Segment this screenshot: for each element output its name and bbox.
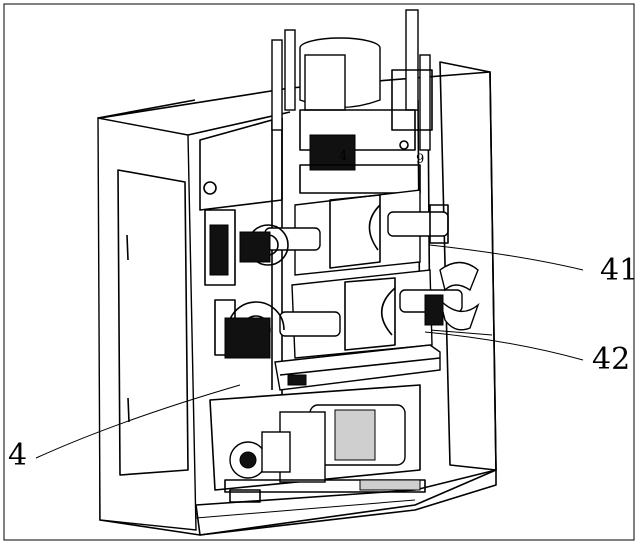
cabinet — [97, 61, 497, 536]
label-42: 42 — [592, 342, 631, 377]
base-plate — [274, 344, 441, 391]
label-4: 4 — [8, 438, 28, 473]
motor-assembly — [209, 384, 426, 503]
label-4-small: 4 — [339, 149, 348, 164]
upper-box — [239, 189, 449, 276]
leader-41 — [429, 244, 584, 271]
leader-4 — [35, 384, 241, 459]
leader-42 — [424, 331, 584, 361]
top-assembly — [271, 9, 433, 194]
lower-box — [224, 261, 480, 359]
label-9: 9 — [416, 152, 425, 167]
figure-border — [3, 3, 635, 541]
label-41: 41 — [600, 253, 639, 288]
leader-lines — [35, 244, 584, 459]
